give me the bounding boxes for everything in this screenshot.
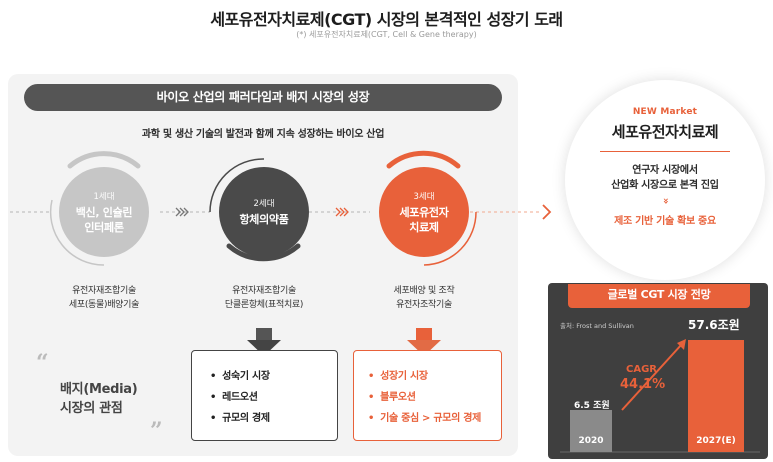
gen2-feature: 유전자재조합기술 (232, 286, 296, 296)
gen2-arc (226, 243, 301, 262)
media-title-line1: 배지(Media) (60, 382, 138, 397)
gen1-feature: 유전자재조합기술 (72, 286, 136, 296)
panel-header: 바이오 산업의 패러다임과 배지 시장의 성장 (24, 84, 502, 111)
page-subtitle: (*) 세포유전자치료제(CGT, Cell & Gene therapy) (296, 30, 477, 39)
bar-2020 (570, 410, 612, 452)
gen1-label: 1세대 (93, 191, 115, 202)
gen3-arc (386, 150, 461, 169)
gen3-arc-side (423, 211, 477, 266)
cagr-label: CAGR (626, 364, 657, 375)
gen2-features: 유전자재조합기술 단클론항체(표적치료) (204, 284, 324, 312)
new-market-divider (600, 151, 730, 152)
new-market-desc: 연구자 시장에서 산업화 시장으로 본격 진입 (565, 163, 765, 193)
new-market-title: 세포유전자치료제 (611, 123, 719, 141)
chart-title: 글로벌 CGT 시장 전망 (568, 284, 750, 308)
list-item: 기술 중심 > 규모의 경제 (368, 408, 501, 429)
bar-2020-category-label: 2020 (578, 436, 604, 446)
new-market-list: 성장기 시장 블루오션 기술 중심 > 규모의 경제 (368, 366, 501, 429)
down-arrow-icon (247, 328, 281, 356)
media-title-line2: 시장의 관점 (60, 401, 123, 416)
new-market-circle (565, 80, 765, 280)
current-market-list: 성숙기 시장 레드오션 규모의 경제 (210, 366, 337, 429)
current-market-box: 성숙기 시장 레드오션 규모의 경제 (191, 350, 338, 441)
panel-subheader: 과학 및 생산 기술의 발전과 함께 지속 성장하는 바이오 산업 (141, 129, 385, 140)
chart-source: 출처: Frost and Sullivan (560, 322, 634, 330)
gen1-feature: 세포(동물)배양기술 (68, 300, 140, 310)
gen2-label: 2세대 (253, 199, 275, 209)
gen1-name-line1: 백신, 인슐린 (75, 205, 133, 219)
list-item: 규모의 경제 (210, 408, 337, 429)
chevron-icon (542, 204, 552, 220)
gen2-feature: 단클론항체(표적치료) (224, 300, 304, 310)
gen3-name-line1: 세포유전자 (399, 205, 449, 219)
media-perspective-title: 배지(Media) 시장의 관점 (60, 380, 138, 418)
list-item: 성장기 시장 (368, 366, 501, 387)
list-item: 레드오션 (210, 387, 337, 408)
new-market-desc-line1: 연구자 시장에서 (632, 165, 698, 176)
gen3-feature: 세포배양 및 조작 (393, 286, 455, 296)
cagr-arrow-line (621, 343, 683, 411)
gen3-features: 세포배양 및 조작 유전자조작기술 (364, 284, 484, 312)
new-market-box: 성장기 시장 블루오션 기술 중심 > 규모의 경제 (353, 350, 502, 441)
bar-2027-category-label: 2027(E) (696, 436, 736, 446)
chevron-icon (335, 207, 349, 217)
gen1-arc-side (49, 199, 105, 266)
page-title: 세포유전자치료제(CGT) 시장의 본격적인 성장기 도래 (210, 10, 563, 29)
gen1-arc (67, 151, 141, 169)
new-market-label: NEW Market (632, 107, 698, 117)
new-market-desc-line2: 산업화 시장으로 본격 진입 (611, 180, 719, 191)
gen2-name-line1: 항체의약품 (239, 213, 289, 226)
open-quote-icon: “ (36, 350, 49, 376)
cagr-value: 44.1% (620, 377, 666, 392)
bar-2027 (688, 340, 744, 452)
gen3-name-line2: 치료제 (409, 220, 439, 234)
new-market-note: 제조 기반 기술 확보 중요 (614, 216, 716, 227)
generation-2-circle: 2세대 항체의약품 (219, 167, 309, 257)
gen2-arc-side (209, 158, 265, 213)
gen1-features: 유전자재조합기술 세포(동물)배양기술 (44, 284, 164, 312)
generation-1-circle: 1세대 백신, 인슐린 인터페론 (59, 167, 149, 257)
chevron-icon (175, 207, 189, 217)
gen3-feature: 유전자조작기술 (396, 300, 452, 310)
list-item: 성숙기 시장 (210, 366, 337, 387)
bar-2027-value-label: 57.6조원 (688, 318, 740, 332)
generation-3-circle: 3세대 세포유전자 치료제 (379, 167, 469, 257)
list-item: 블루오션 (368, 387, 501, 408)
bar-2020-value-label: 6.5 조원 (574, 401, 610, 411)
down-arrow-icon (407, 328, 441, 356)
gen1-name-line2: 인터페론 (84, 220, 124, 234)
cagr-arrow-head (677, 339, 686, 350)
gen3-label: 3세대 (413, 191, 435, 202)
close-quote-icon: ” (150, 418, 163, 444)
